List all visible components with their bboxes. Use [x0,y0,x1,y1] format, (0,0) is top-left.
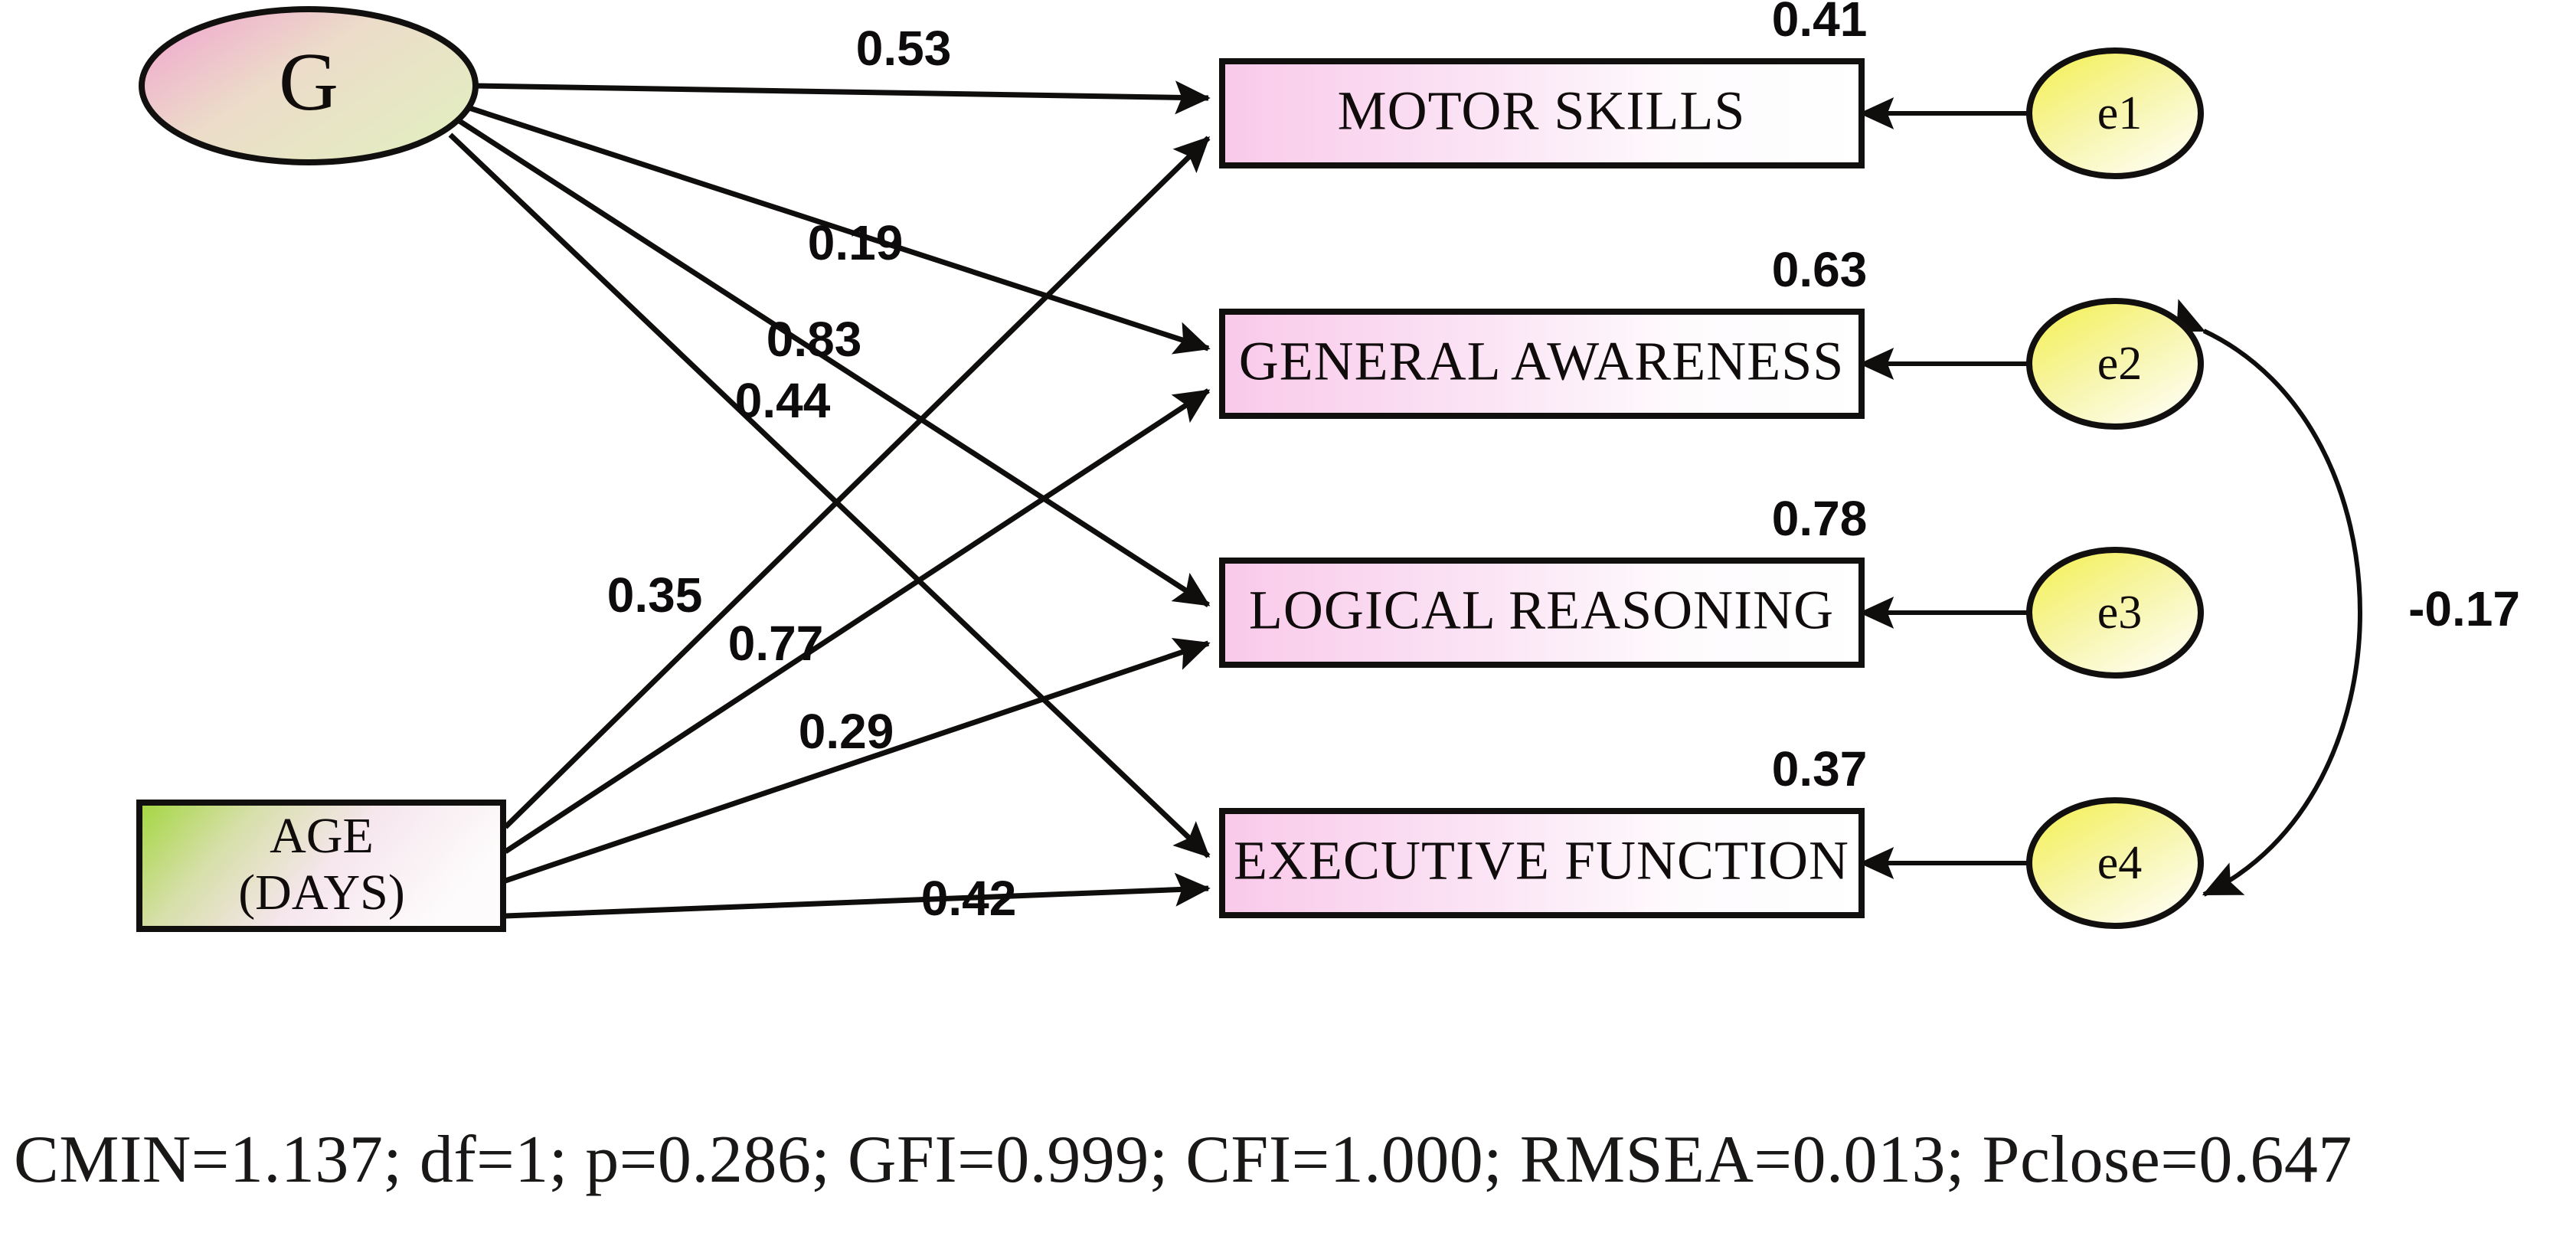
coef-label-covariance-e2-e4: -0.17 [2408,581,2520,636]
logical-reasoning-rect [1219,558,1865,668]
paths-from-g [448,80,1211,858]
age-label-line2: (DAYS) [238,865,405,921]
path-g-to-general-awareness [466,104,1211,355]
e1-ellipse [2026,47,2204,179]
executive-function-rect [1219,808,1865,918]
e2-label: e2 [2097,338,2143,390]
latent-g-ellipse [139,6,479,165]
coef-label-age-logical-reasoning: 0.29 [799,704,894,759]
error-arrows [1858,97,2033,879]
motor-skills-label: MOTOR SKILLS [1338,80,1746,142]
error-term-e4[interactable]: e4 [2026,797,2204,929]
error-term-e2[interactable]: e2 [2026,298,2204,430]
observed-box-executive-function[interactable]: EXECUTIVE FUNCTION [1219,808,1865,918]
r2-label-logical-reasoning: 0.78 [1772,491,1868,546]
general-awareness-rect [1219,309,1865,419]
path-g-to-executive-function [448,132,1211,858]
observed-box-motor-skills[interactable]: MOTOR SKILLS [1219,58,1865,168]
r2-label-executive-function: 0.37 [1772,741,1868,796]
path-age-to-motor-skills [503,136,1211,829]
logical-reasoning-label: LOGICAL REASONING [1249,580,1834,641]
coef-label-age-general-awareness: 0.77 [728,616,824,671]
path-age-to-logical-reasoning [504,637,1211,884]
coef-label-g-general-awareness: 0.19 [808,215,904,270]
fit-statistics-text: CMIN=1.137; df=1; p=0.286; GFI=0.999; CF… [14,1123,2352,1197]
coef-label-age-executive-function: 0.42 [921,871,1017,926]
coef-label-g-logical-reasoning: 0.83 [767,312,862,367]
e2-ellipse [2026,298,2204,430]
paths-from-age [503,136,1211,919]
e3-label: e3 [2097,587,2143,639]
e4-label: e4 [2097,837,2143,889]
age-label-line1: AGE [270,808,374,864]
motor-skills-rect [1219,58,1865,168]
age-rect [136,800,506,932]
e4-ellipse [2026,797,2204,929]
e1-label: e1 [2097,87,2143,139]
latent-variable-g[interactable]: G [139,6,479,165]
r2-label-motor-skills: 0.41 [1772,0,1868,47]
r2-label-general-awareness: 0.63 [1772,242,1868,297]
covariance-arrow-e2-e4 [2162,299,2362,897]
e3-ellipse [2026,547,2204,679]
executive-function-label: EXECUTIVE FUNCTION [1234,830,1849,891]
general-awareness-label: GENERAL AWARENESS [1239,331,1845,392]
path-age-to-general-awareness [504,388,1211,854]
coef-label-g-executive-function: 0.44 [735,373,831,428]
predictor-age-box[interactable]: AGE (DAYS) [136,800,506,932]
error-term-e1[interactable]: e1 [2026,47,2204,179]
path-g-to-logical-reasoning [458,119,1211,607]
path-g-to-motor-skills [472,80,1211,115]
error-term-e3[interactable]: e3 [2026,547,2204,679]
observed-box-general-awareness[interactable]: GENERAL AWARENESS [1219,309,1865,419]
latent-g-label: G [279,37,338,128]
path-age-to-executive-function [505,872,1211,919]
coef-label-age-motor-skills: 0.35 [607,567,703,623]
coef-label-g-motor-skills: 0.53 [856,21,952,76]
observed-box-logical-reasoning[interactable]: LOGICAL REASONING [1219,558,1865,668]
